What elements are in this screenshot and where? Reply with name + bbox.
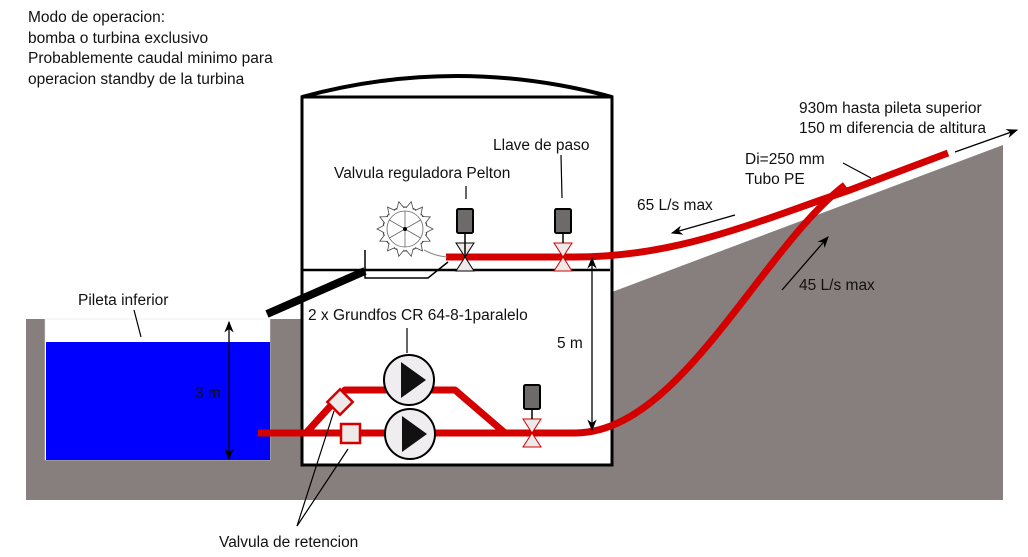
note-line: Modo de operacion: — [28, 9, 166, 26]
check-valve-lower[interactable] — [339, 422, 362, 445]
pelton-bucket — [379, 216, 389, 224]
height-diff-label: 5 m — [557, 335, 583, 352]
turbine-housing — [364, 250, 449, 279]
pump-house — [300, 95, 614, 467]
pump-flow-label: 45 L/s max — [799, 277, 875, 294]
pump-arrow-icon — [402, 416, 427, 452]
pump-arrow-icon — [401, 362, 426, 398]
pump-discharge-pipe — [258, 182, 848, 437]
flow-arrow-pump — [781, 236, 829, 291]
pelton-bucket — [405, 200, 414, 210]
note-line: bomba o turbina exclusivo — [28, 29, 209, 47]
pool-depth-label: 3 m — [195, 385, 221, 402]
pelton-bucket — [421, 216, 431, 224]
leader-gate-valve — [560, 154, 563, 199]
pump-house-roof — [301, 74, 613, 99]
leader-check-2 — [296, 448, 349, 527]
pelton-bucket — [425, 224, 434, 234]
pelton-bucket — [405, 248, 414, 258]
turbine-flow-label: 65 L/s max — [637, 197, 713, 214]
pump-2[interactable] — [384, 408, 436, 460]
gate-valve-turbine[interactable] — [553, 208, 573, 272]
lower-pool-water — [46, 342, 270, 460]
pump-1[interactable] — [383, 354, 435, 406]
lower-pool-label: Pileta inferior — [78, 292, 168, 309]
pelton-bucket — [414, 206, 424, 216]
leader-lower-pool — [133, 309, 142, 338]
leader-check-1 — [296, 410, 335, 527]
pelton-regulating-valve[interactable] — [455, 208, 475, 272]
pelton-wheel — [376, 200, 434, 258]
pelton-bucket — [421, 234, 431, 242]
upper-pool-arrow — [954, 129, 1019, 153]
pelton-bucket — [386, 206, 396, 216]
pelton-bucket — [386, 242, 396, 252]
altitude-diff-label: 150 m diferencia de altitura — [799, 120, 986, 137]
pipe-diameter-label: Di=250 mm — [745, 151, 825, 168]
turbine-draft-tube — [265, 267, 367, 318]
pelton-bucket — [379, 234, 389, 242]
leader-pipe — [842, 162, 872, 179]
pelton-bucket — [396, 248, 405, 258]
gate-valve-label: Llave de paso — [493, 137, 590, 154]
note-line: operacion standby de la turbina — [28, 70, 245, 88]
upper-pool-distance-label: 930m hasta pileta superior — [799, 100, 982, 117]
gate-valve-pump[interactable] — [522, 384, 542, 448]
pelton-jet — [423, 249, 448, 258]
pelton-valve-label: Valvula reguladora Pelton — [334, 165, 510, 182]
pelton-bucket — [414, 242, 424, 252]
hill-slope — [302, 145, 1003, 500]
operation-notes: Modo de operacion: bomba o turbina exclu… — [28, 8, 273, 90]
pelton-bucket — [396, 200, 405, 210]
note-line: Probablemente caudal minimo para — [28, 50, 273, 67]
pipe-material-label: Tubo PE — [745, 171, 805, 188]
flow-arrow-turbine — [670, 214, 736, 235]
pelton-bucket — [376, 224, 385, 234]
pumps-label: 2 x Grundfos CR 64-8-1paralelo — [308, 307, 528, 324]
ground-terrain — [26, 319, 302, 500]
check-valve-label: Valvula de retencion — [219, 534, 358, 551]
check-valve-upper[interactable] — [325, 387, 355, 417]
